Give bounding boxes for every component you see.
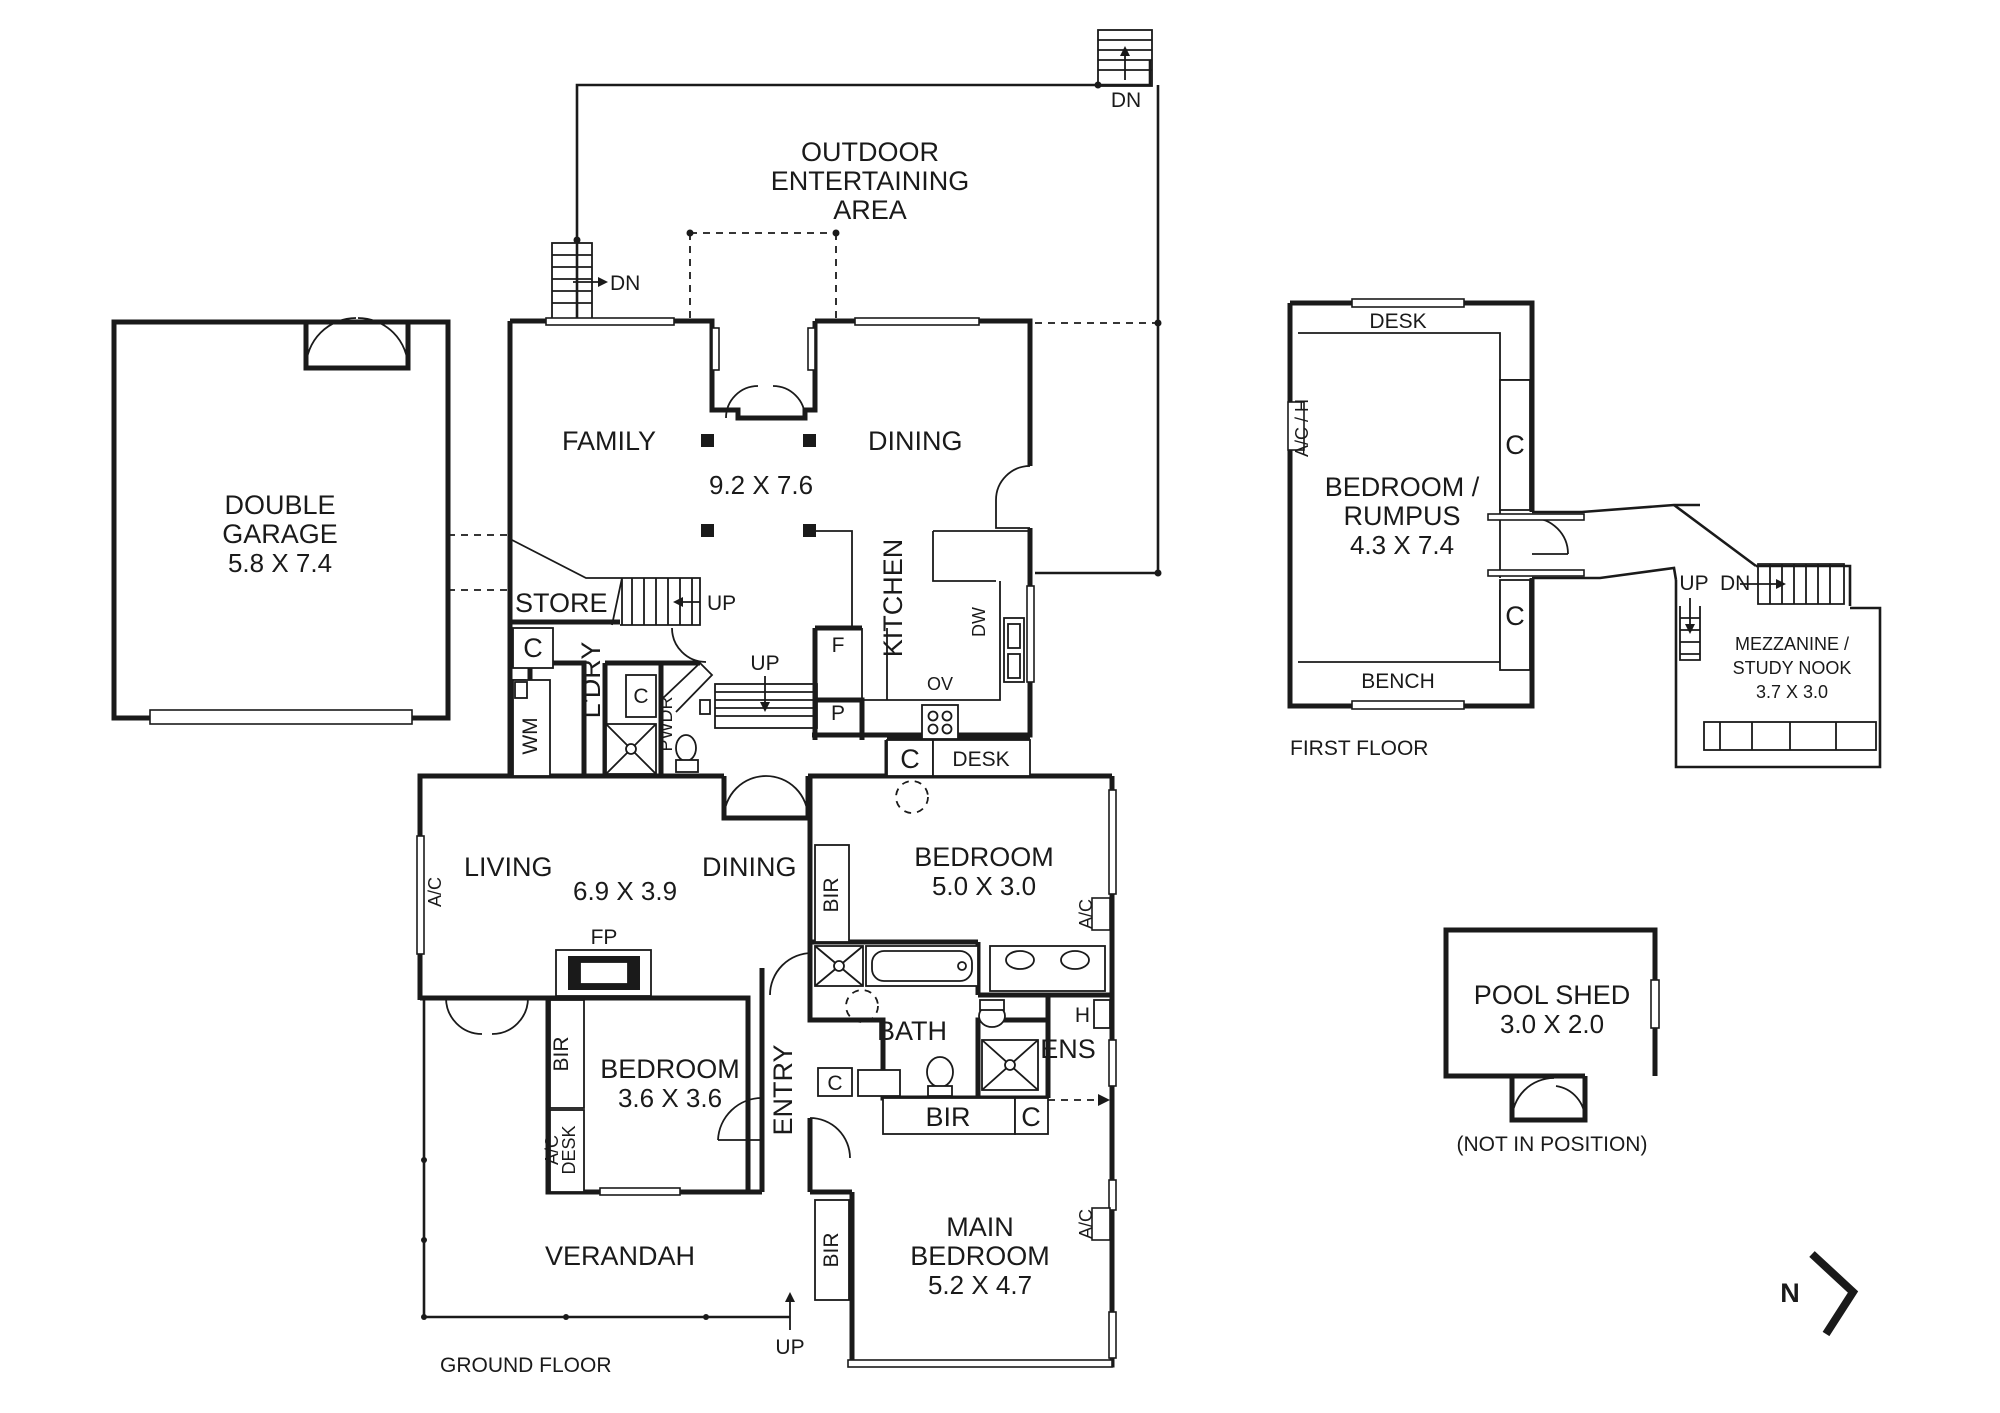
wm-label: WM (519, 717, 542, 754)
dishwasher-label: DW (969, 607, 989, 637)
garage-label-1: DOUBLE (224, 490, 335, 520)
living-ac-label: A/C (425, 877, 445, 907)
bedroom-front-name: BEDROOM (914, 842, 1054, 872)
pool-shed-dims: 3.0 X 2.0 (1500, 1009, 1604, 1039)
verandah: UP VERANDAH (421, 1000, 805, 1359)
hall-cupboard-label: C (900, 744, 920, 774)
first-floor-dn: DN (1720, 572, 1750, 595)
heater-label: H (1075, 1004, 1090, 1027)
desk-small-label: DESK (559, 1125, 579, 1174)
outdoor-stair-top: DN (1097, 29, 1153, 112)
bedroom-small-name: BEDROOM (600, 1054, 740, 1084)
hall-desk-label: DESK (952, 748, 1009, 771)
ldry-cupboard: C (523, 633, 543, 663)
dining-lower-label: DINING (702, 852, 797, 882)
bath-bir-label: BIR (925, 1102, 970, 1132)
ens-label: ENS (1040, 1034, 1096, 1064)
laundry-powder: C WM L'DRY C PWDR (512, 627, 714, 777)
first-floor-c-bottom: C (1505, 601, 1525, 631)
ldry-label: L'DRY (576, 642, 606, 719)
bedroom-front-dims: 5.0 X 3.0 (932, 871, 1036, 901)
bir-front-label: BIR (820, 877, 843, 912)
bedroom-small: BIR DESK A/C BEDROOM 3.6 X 3.6 (542, 999, 740, 1193)
pool-shed-note: (NOT IN POSITION) (1457, 1133, 1648, 1156)
living-label: LIVING (464, 852, 553, 882)
living-room: FP LIVING 6.9 X 3.9 DINING A/C (425, 775, 809, 1035)
ground-floor-caption: GROUND FLOOR (440, 1354, 612, 1377)
verandah-up-label: UP (775, 1336, 804, 1359)
fridge-label: F (832, 634, 845, 657)
main-bedroom-dims: 5.2 X 4.7 (928, 1270, 1032, 1300)
main-bedroom: BIR MAIN BEDROOM 5.2 X 4.7 A/C (814, 1199, 1111, 1301)
pwdr-label: PWDR (656, 697, 676, 752)
pool-shed: POOL SHED 3.0 X 2.0 (NOT IN POSITION) (1443, 927, 1660, 1156)
verandah-label: VERANDAH (545, 1241, 695, 1271)
entry-hall: ENTRY (717, 952, 851, 1159)
store-up-label: UP (707, 592, 736, 615)
family-dining-room: FAMILY DINING 9.2 X 7.6 (511, 385, 1031, 579)
fp-label: FP (591, 926, 618, 949)
bedroom-front: BIR BEDROOM 5.0 X 3.0 A/C (814, 842, 1111, 943)
mezzanine-label-1: MEZZANINE / (1735, 634, 1849, 654)
first-floor-caption: FIRST FLOOR (1290, 737, 1428, 760)
ac-small-label: A/C (542, 1135, 562, 1165)
first-floor-c-top: C (1505, 430, 1525, 460)
mezzanine-dims: 3.7 X 3.0 (1756, 682, 1828, 702)
north-arrow-icon: N (1780, 1251, 1859, 1337)
double-garage: DOUBLE GARAGE 5.8 X 7.4 (111, 317, 510, 725)
rumpus-label-2: RUMPUS (1343, 501, 1460, 531)
bir-main-label: BIR (820, 1232, 843, 1267)
first-floor-up: UP (1679, 572, 1708, 595)
kitchen: KITCHEN F P OV DW (815, 530, 1030, 740)
bath-label: BATH (877, 1016, 947, 1046)
outdoor-stair-left-dn: DN (610, 272, 640, 295)
dining-upper-label: DINING (868, 426, 963, 456)
bedroom-front-ac: A/C (1076, 899, 1096, 929)
first-floor: DESK BENCH A/C / H C C BEDROOM / RUMPUS … (1287, 298, 1882, 769)
steps-up: UP (714, 652, 818, 729)
garage-dims: 5.8 X 7.4 (228, 548, 332, 578)
ens-cupboard: C (1021, 1102, 1041, 1132)
entry-label: ENTRY (768, 1044, 798, 1135)
outdoor-stair-left: DN (551, 242, 640, 322)
store-and-stairs: UP STORE (515, 577, 736, 663)
pool-shed-label: POOL SHED (1474, 980, 1631, 1010)
rumpus-label-1: BEDROOM / (1325, 472, 1480, 502)
first-floor-desk: DESK (1369, 310, 1426, 333)
first-floor-ac: A/C / H (1292, 399, 1312, 457)
outdoor-entertaining-area: OUTDOOR ENTERTAINING AREA (573, 60, 1162, 577)
outdoor-label-3: AREA (833, 195, 907, 225)
garage-label-2: GARAGE (222, 519, 338, 549)
kitchen-label: KITCHEN (878, 539, 908, 658)
outdoor-label-2: ENTERTAINING (771, 166, 970, 196)
steps-up-label: UP (750, 652, 779, 675)
pantry-label: P (831, 702, 845, 725)
family-label: FAMILY (562, 426, 656, 456)
bir-small-label: BIR (550, 1036, 573, 1071)
rumpus-dims: 4.3 X 7.4 (1350, 530, 1454, 560)
bedroom-small-dims: 3.6 X 3.6 (618, 1083, 722, 1113)
first-floor-bench: BENCH (1361, 670, 1435, 693)
oven-label: OV (927, 674, 953, 694)
mezzanine-label-2: STUDY NOOK (1733, 658, 1852, 678)
pwdr-cupboard: C (633, 685, 648, 708)
living-dims: 6.9 X 3.9 (573, 876, 677, 906)
outdoor-stair-top-dn: DN (1111, 89, 1141, 112)
store-label: STORE (515, 588, 608, 618)
north-label: N (1780, 1278, 1800, 1308)
family-dims: 9.2 X 7.6 (709, 470, 813, 500)
main-bedroom-line2: BEDROOM (910, 1241, 1050, 1271)
main-bedroom-line1: MAIN (946, 1212, 1014, 1242)
bath-cupboard: C (827, 1072, 842, 1095)
main-bedroom-ac: A/C (1076, 1209, 1096, 1239)
outdoor-label-1: OUTDOOR (801, 137, 939, 167)
hall-storage: C DESK (886, 739, 1031, 814)
bath-ensuite: BATH C BIR C ENS H (814, 945, 1111, 1135)
